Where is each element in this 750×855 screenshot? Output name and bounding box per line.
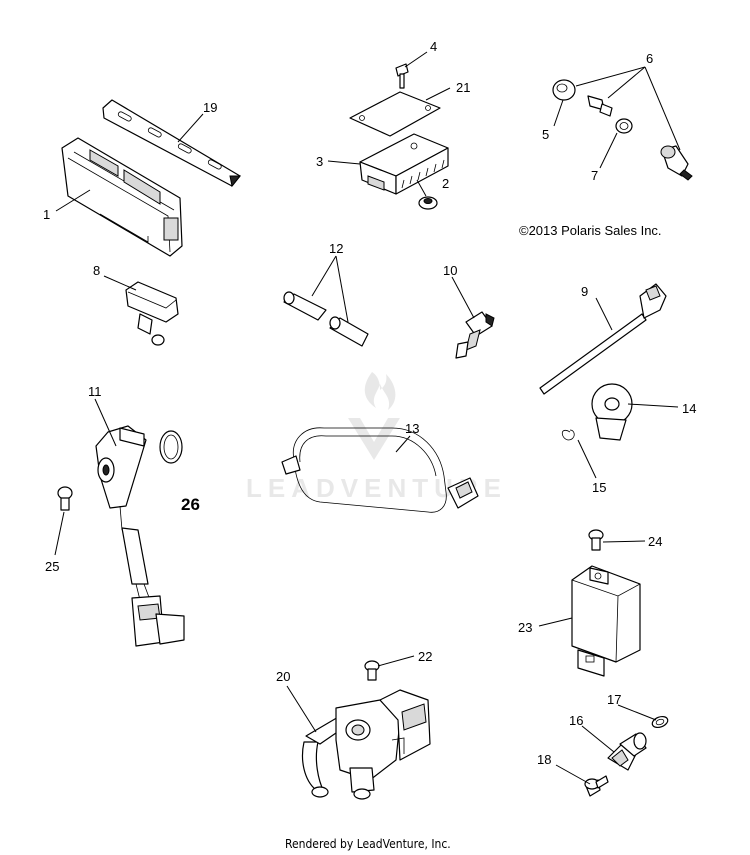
part-11-tps-sensor (95, 425, 185, 647)
part-24-screw (588, 529, 604, 551)
part-7-nut (615, 118, 633, 134)
callout-20: 20 (276, 669, 290, 684)
callout-26: 26 (181, 495, 200, 514)
part-14-knock-sensor (591, 383, 633, 441)
callout-7: 7 (591, 168, 598, 183)
callout-14: 14 (682, 401, 696, 416)
callout-23: 23 (518, 620, 532, 635)
callout-15: 15 (592, 480, 606, 495)
callout-labels: 1 19 2 3 4 21 6 5 7 ©2013 Polaris Sales … (43, 39, 696, 767)
callout-16: 16 (569, 713, 583, 728)
part-12-fuse (283, 291, 369, 347)
part-10-temperature-sensor (455, 311, 495, 359)
part-22-screw (364, 660, 380, 681)
part-8-map-sensor (125, 281, 179, 346)
callout-25: 25 (45, 559, 59, 574)
part-18-screw (584, 775, 609, 797)
part-19-mounting-strip (102, 99, 242, 188)
leader-lines (54, 51, 681, 785)
part-15-clip (561, 429, 575, 441)
callout-4: 4 (430, 39, 437, 54)
part-17-washer (651, 715, 669, 729)
part-13-wire-harness (281, 427, 479, 513)
part-23-relay-module (571, 565, 641, 677)
callout-24: 24 (648, 534, 662, 549)
part-26-o-ring (159, 430, 183, 464)
part-2-grommet (418, 196, 438, 210)
callout-11: 11 (88, 384, 102, 399)
callout-9: 9 (581, 284, 588, 299)
part-6-ignition-key (587, 95, 613, 117)
copyright-notice: ©2013 Polaris Sales Inc. (519, 223, 662, 238)
callout-2: 2 (442, 176, 449, 191)
callout-12: 12 (329, 241, 343, 256)
callout-1: 1 (43, 207, 50, 222)
callout-8: 8 (93, 263, 100, 278)
part-5-switch-cap (552, 79, 576, 101)
part-25-screw (57, 486, 73, 511)
part-6-ignition-switch (660, 145, 693, 181)
callout-21: 21 (456, 80, 470, 95)
callout-6: 6 (646, 51, 653, 66)
part-9-sensor-lead (539, 283, 667, 395)
callout-22: 22 (418, 649, 432, 664)
callout-13: 13 (405, 421, 419, 436)
part-20-throttle-assembly (301, 689, 431, 800)
callout-10: 10 (443, 263, 457, 278)
callout-17: 17 (607, 692, 621, 707)
callout-3: 3 (316, 154, 323, 169)
part-3-control-module (359, 133, 449, 195)
part-1-ecu-module (61, 137, 183, 257)
callout-5: 5 (542, 127, 549, 142)
part-16-fitting (607, 732, 647, 771)
callout-18: 18 (537, 752, 551, 767)
part-21-cover-plate (349, 91, 441, 137)
callout-19: 19 (203, 100, 217, 115)
render-credit: Rendered by LeadVenture, Inc. (285, 837, 451, 851)
part-4-screw (395, 63, 409, 89)
